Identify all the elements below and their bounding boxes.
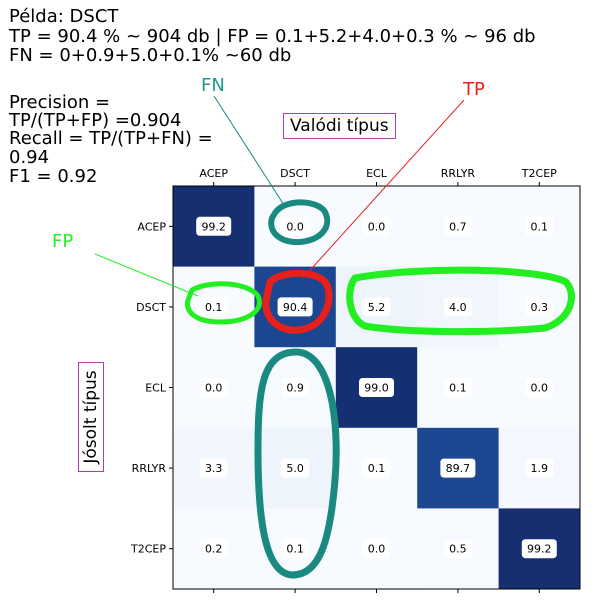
fp-ring-left (185, 281, 262, 325)
cell-value-label: 4.0 (449, 301, 467, 314)
cell-value-label: 0.0 (205, 382, 223, 395)
fn-ring-column (254, 348, 340, 579)
fp-ring-right (346, 266, 575, 336)
tp-ring (262, 269, 333, 334)
example-title: Példa: DSCT (9, 6, 119, 27)
heatmap-cells: 99.2 0.0 0.0 0.7 0.1 0.1 90.4 5.2 4.0 0.3 0.0 0.9 99… (173, 186, 581, 590)
y-tick-label: ACEP (137, 220, 166, 233)
cell-value-label: 99.0 (364, 382, 389, 395)
cell-value-label: 0.1 (286, 543, 304, 556)
fn-pointer-line (213, 95, 285, 206)
fp-annotation-label: FP (52, 231, 74, 252)
cell-label-box (443, 297, 472, 317)
cell-label-box (525, 297, 554, 317)
cell-label-box (277, 297, 313, 317)
fn-ring-top (268, 199, 331, 246)
cell-label-box (362, 458, 391, 478)
cell-label-box (525, 458, 554, 478)
x-tick-label: ECL (366, 167, 388, 180)
cell-value-label: 0.1 (449, 382, 467, 395)
cell-label-box (362, 539, 391, 559)
tp-fp-line: TP = 90.4 % ~ 904 db | FP = 0.1+5.2+4.0+… (9, 26, 536, 47)
fn-annotation-label: FN (201, 75, 225, 96)
cell-value-label: 5.0 (286, 462, 304, 475)
x-tick-label: ACEP (199, 167, 228, 180)
cell-label-box (525, 216, 554, 236)
x-tick-label: T2CEP (521, 167, 557, 180)
cell-label-box (196, 216, 232, 236)
cell-label-box (281, 458, 310, 478)
cell-value-label: 1.9 (531, 462, 549, 475)
annotation-overlays (94, 95, 575, 579)
cell-value-label: 99.2 (201, 220, 226, 233)
cell-label-box (199, 458, 228, 478)
recall-value: 0.94 (9, 147, 50, 168)
x-tick-label: RRLYR (441, 167, 476, 180)
cell-value-label: 0.3 (531, 301, 549, 314)
recall-formula: Recall = TP/(TP+FN) = (9, 128, 213, 149)
cell-label-box (525, 378, 554, 397)
cell-value-label: 0.0 (368, 543, 386, 556)
cell-value-label: 0.7 (449, 220, 467, 233)
cell-value-label: 0.2 (205, 543, 223, 556)
cell-value-label: 99.2 (527, 543, 552, 556)
cell-value-label: 0.0 (286, 220, 304, 233)
fn-line: FN = 0+0.9+5.0+0.1% ~60 db (9, 45, 292, 66)
cell-label-box (521, 539, 557, 559)
cell-value-label: 0.1 (531, 220, 549, 233)
cell-value-label: 0.1 (205, 301, 223, 314)
cell-value-label: 89.7 (446, 462, 471, 475)
cell-label-box (362, 297, 391, 317)
cell-label-box (281, 216, 310, 236)
cell-label-box (281, 539, 310, 559)
cell-value-label: 0.0 (368, 220, 386, 233)
f1-score: F1 = 0.92 (9, 166, 98, 187)
tp-annotation-label: TP (463, 79, 485, 100)
y-axis-title-box: Jósolt típus (78, 362, 104, 472)
fp-pointer-line (94, 253, 199, 297)
cell-label-box (443, 378, 472, 397)
heatmap-axes: ACEP DSCT ECL RRLYR T2CEP ACEP DSCT ECL RRLYR T2C… (130, 167, 581, 593)
cell-label-box (199, 539, 228, 559)
x-tick-label: DSCT (280, 167, 310, 180)
cell-value-label: 3.3 (205, 462, 223, 475)
precision-formula: TP/(TP+FP) =0.904 (9, 110, 182, 131)
cell-label-box (443, 216, 472, 236)
cell-value-label: 0.1 (368, 462, 386, 475)
cell-value-label: 0.5 (449, 543, 467, 556)
cell-label-box (440, 458, 476, 478)
y-tick-label: RRLYR (132, 462, 167, 475)
x-axis-title: Valódi típus (283, 113, 396, 139)
cell-label-box (359, 378, 394, 397)
cell-label-box (362, 216, 391, 236)
y-tick-label: DSCT (136, 301, 166, 314)
cell-label-box (199, 378, 228, 397)
y-tick-label: T2CEP (130, 543, 166, 556)
cell-label-box (281, 378, 310, 397)
cell-value-label: 0.9 (286, 382, 304, 395)
precision-label: Precision = (9, 92, 111, 113)
cell-value-label: 0.0 (531, 382, 549, 395)
tp-pointer-line (302, 99, 465, 279)
cell-label-box (199, 297, 228, 317)
cell-value-label: 5.2 (368, 301, 386, 314)
cell-label-box (443, 539, 472, 559)
y-tick-label: ECL (145, 382, 167, 395)
y-axis-title: Jósolt típus (81, 370, 101, 464)
cell-value-label: 90.4 (283, 301, 308, 314)
